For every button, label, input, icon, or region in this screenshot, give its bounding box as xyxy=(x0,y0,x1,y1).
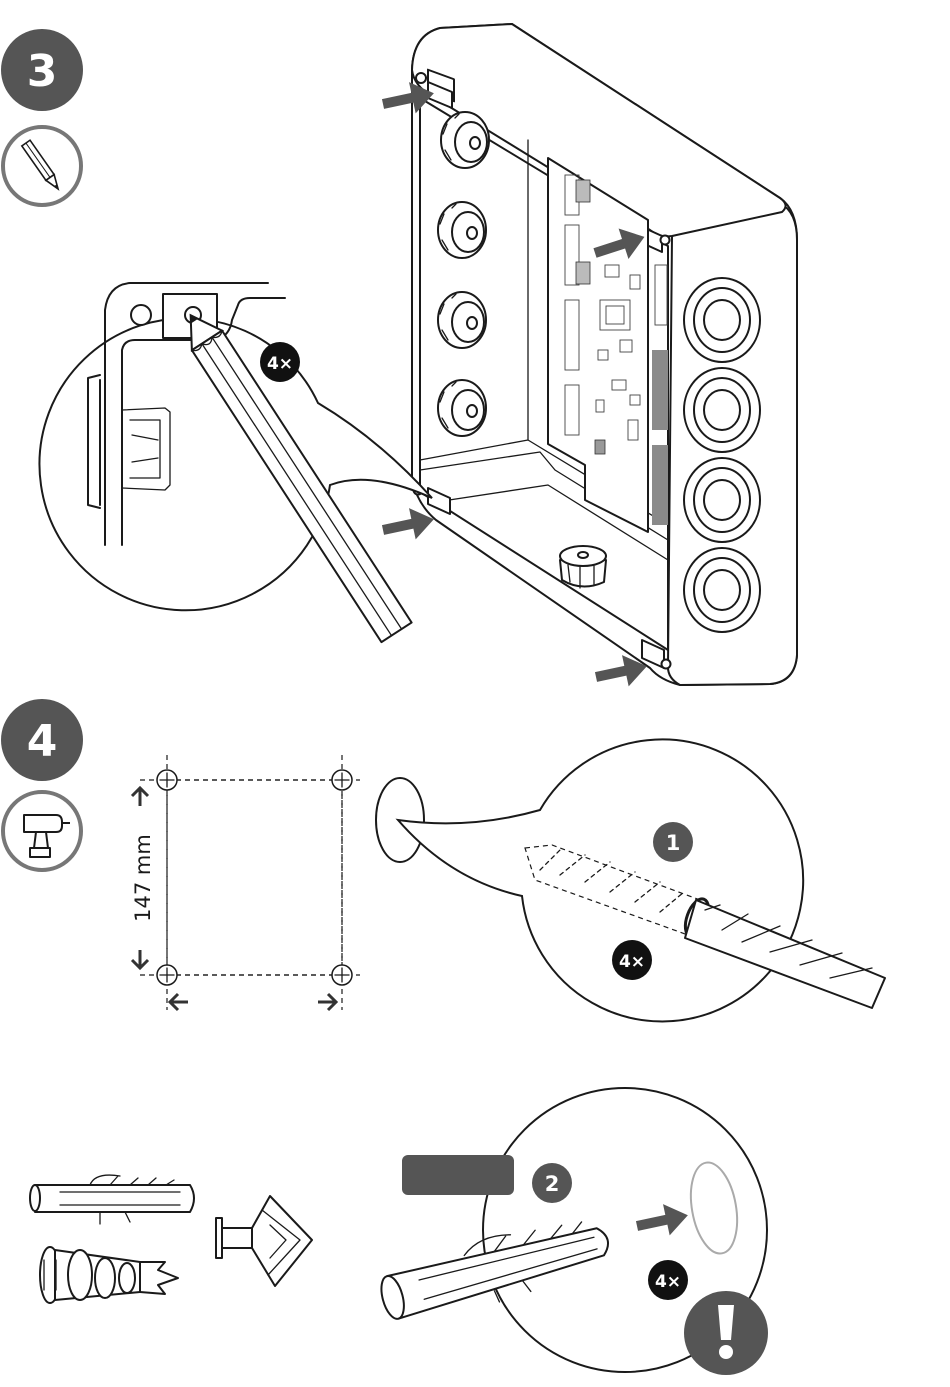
drilling-detail-zoom: 1 4× xyxy=(376,739,885,1021)
drill-hole-template: 147 mm xyxy=(131,755,360,1010)
plug-insertion-zoom: 2 4× xyxy=(375,1088,768,1375)
ribbed-wall-plug xyxy=(30,1175,194,1224)
step-5-count-badge: 4× xyxy=(648,1260,688,1300)
svg-text:2: 2 xyxy=(545,1172,560,1196)
svg-text:4×: 4× xyxy=(267,354,293,374)
butterfly-wall-anchor xyxy=(216,1196,312,1286)
pencil-detail-zoom: 4× xyxy=(39,283,432,642)
label-box xyxy=(402,1155,514,1195)
step-4-number: 4 xyxy=(27,716,58,767)
substep-1-badge: 1 xyxy=(653,822,693,862)
pencil-icon xyxy=(3,127,81,205)
step-4-badge: 4 xyxy=(1,699,83,781)
wall-plug-options xyxy=(30,1175,312,1303)
enclosure-box xyxy=(412,24,797,685)
svg-text:1: 1 xyxy=(666,831,681,855)
step-3-number: 3 xyxy=(27,46,58,97)
step-3-badge: 3 xyxy=(1,29,83,111)
step-3-count-badge: 4× xyxy=(260,342,300,382)
step-4-count-badge: 4× xyxy=(612,940,652,980)
substep-2-badge: 2 xyxy=(532,1163,572,1203)
drill-icon xyxy=(3,792,81,870)
svg-text:4×: 4× xyxy=(619,952,645,972)
exclamation-icon xyxy=(684,1291,768,1375)
svg-text:4×: 4× xyxy=(655,1272,681,1292)
dimension-label: 147 mm xyxy=(131,834,155,922)
floor-cable-gland xyxy=(560,546,606,588)
spiral-wall-anchor xyxy=(40,1247,178,1303)
